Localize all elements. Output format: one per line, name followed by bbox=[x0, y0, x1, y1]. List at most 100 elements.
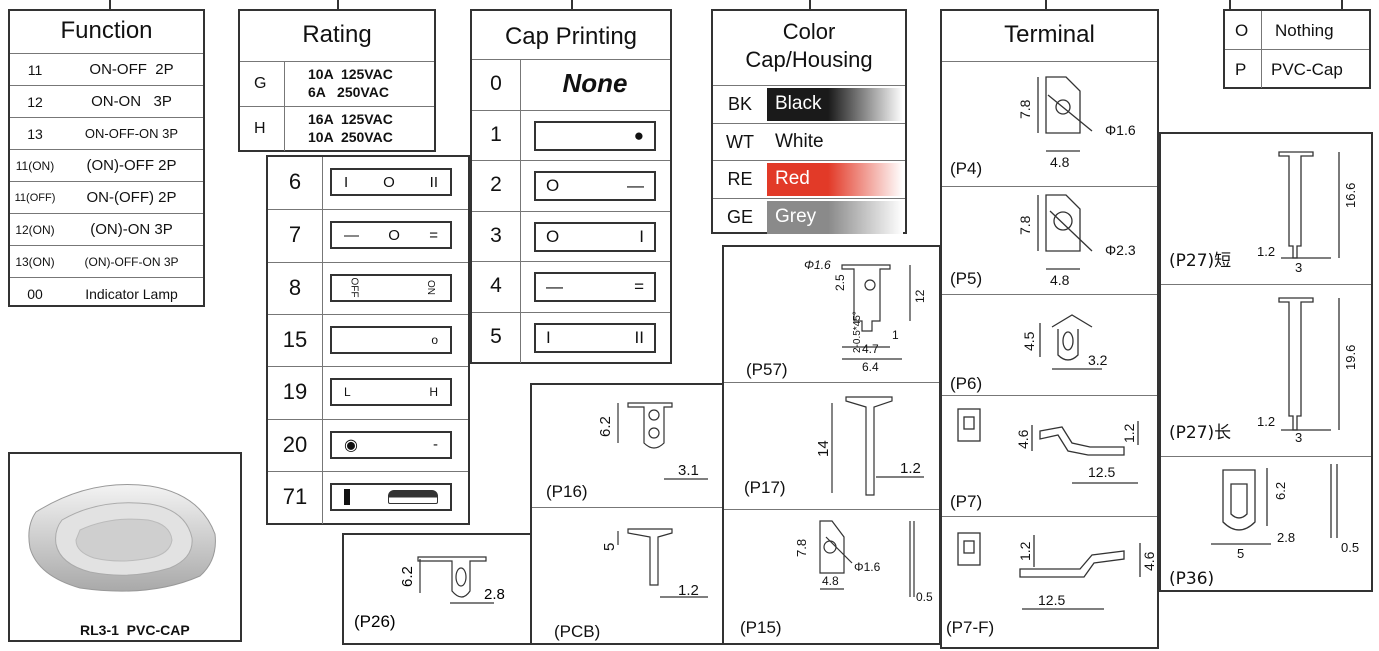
p6-dim-width: 3.2 bbox=[1088, 352, 1108, 368]
cap-printing-title: Cap Printing bbox=[504, 23, 638, 50]
rating-line2: 10A 250VAC bbox=[308, 129, 393, 145]
marks-symbol: - bbox=[433, 436, 438, 453]
function-row: 13(ON) (ON)-OFF-ON 3P bbox=[10, 245, 203, 277]
cap-printing-symbol: — bbox=[627, 176, 644, 195]
product-caption: RL3-1 PVC-CAP bbox=[80, 622, 190, 638]
terminal-label-p15: (P15) bbox=[740, 618, 782, 637]
color-code: BK bbox=[727, 94, 752, 114]
terminal-table: Terminal 7.8 Φ bbox=[940, 9, 1159, 649]
function-row: 00 Indicator Lamp bbox=[10, 277, 203, 309]
cap-option-row: O Nothing bbox=[1225, 11, 1369, 49]
p15-dim-height: 7.8 bbox=[794, 539, 809, 557]
color-code: RE bbox=[727, 169, 753, 189]
rating-row: G 10A 125VAC 6A 250VAC bbox=[240, 61, 434, 106]
color-name: Black bbox=[775, 93, 822, 114]
rating-table: Rating G 10A 125VAC 6A 250VAC H 16A 125V… bbox=[238, 9, 436, 152]
p5-dim-height: 7.8 bbox=[1017, 215, 1033, 235]
terminal-title: Terminal bbox=[1004, 21, 1095, 48]
p36-dim-hole: 2.8 bbox=[1277, 530, 1295, 545]
function-title: Function bbox=[60, 17, 153, 44]
color-row: BK Black bbox=[713, 85, 905, 123]
function-row: 11(ON) (ON)-OFF 2P bbox=[10, 149, 203, 181]
function-desc: ON-OFF-ON 3P bbox=[84, 126, 179, 141]
marks-symbol: II bbox=[429, 173, 438, 191]
function-desc: ON-ON 3P bbox=[91, 93, 172, 110]
rating-code: H bbox=[254, 120, 266, 137]
pvc-cap-image bbox=[28, 484, 216, 592]
function-row: 12 ON-ON 3P bbox=[10, 85, 203, 117]
right-terminal-panel: 16.6 1.2 3 19.6 1.2 3 6.2 2.8 5 0.5 (P27… bbox=[1159, 132, 1373, 592]
terminal-label-p16: (P16) bbox=[546, 482, 588, 501]
color-swatch: Red bbox=[767, 163, 903, 196]
terminal-label-p26: (P26) bbox=[354, 612, 396, 631]
color-row: GE Grey bbox=[713, 197, 905, 236]
p16-dim-width: 3.1 bbox=[678, 462, 699, 479]
cap-printing-symbol: I bbox=[639, 226, 644, 246]
p26-drawing: 6.2 2.8 (P26) bbox=[354, 556, 505, 631]
mid-terminal-drawings-left: 6.2 3.1 5 1.2 (P16) (PCB) bbox=[546, 402, 708, 641]
marks-symbol: ON bbox=[425, 280, 436, 296]
mid-terminal-drawings-right: Φ1.6 2.5 12 2-0.5*45° 1 4.7 6.4 14 1.2 7… bbox=[740, 258, 933, 637]
marks-symbol-frame: o bbox=[330, 325, 452, 354]
function-table: Function 11 ON-OFF 2P 12 ON-ON 3P 13 ON-… bbox=[8, 9, 205, 307]
rating-line2: 6A 250VAC bbox=[308, 84, 389, 100]
function-row: 13 ON-OFF-ON 3P bbox=[10, 117, 203, 149]
marks-symbol bbox=[388, 489, 438, 504]
rating-line1: 16A 125VAC bbox=[308, 111, 393, 127]
marks-row: 20◉- bbox=[268, 418, 468, 472]
function-row: 11 ON-OFF 2P bbox=[10, 53, 203, 85]
cap-printing-row: 1● bbox=[472, 109, 670, 161]
color-name: White bbox=[775, 130, 824, 152]
marks-row: 71 bbox=[268, 470, 468, 524]
terminal-label-p4: (P4) bbox=[950, 159, 982, 178]
p26-dim-width: 2.8 bbox=[484, 586, 505, 603]
cap-printing-code: 5 bbox=[490, 324, 502, 348]
color-row: RE Red bbox=[713, 160, 905, 198]
cap-printing-none: None bbox=[562, 68, 628, 98]
function-rows: 11 ON-OFF 2P 12 ON-ON 3P 13 ON-OFF-ON 3P… bbox=[10, 53, 203, 309]
function-desc: (ON)-ON 3P bbox=[90, 221, 173, 238]
marks-symbol: o bbox=[431, 332, 438, 347]
marks-symbol: ◉ bbox=[344, 436, 358, 454]
cap-printing-code: 0 bbox=[490, 72, 502, 95]
terminal-label-p57: (P57) bbox=[746, 360, 788, 379]
cap-printing-symbol-frame: ● bbox=[534, 120, 656, 151]
cap-printing-symbol: — bbox=[546, 277, 563, 296]
color-title-line1: Color bbox=[782, 19, 836, 44]
cap-printing-row: 0 None bbox=[472, 59, 670, 110]
function-code: 11 bbox=[27, 61, 43, 78]
marks-symbol: L bbox=[344, 385, 351, 400]
rating-row: H 16A 125VAC 10A 250VAC bbox=[240, 106, 434, 151]
p16-dim-height: 6.2 bbox=[597, 416, 614, 437]
function-desc: (ON)-OFF 2P bbox=[86, 157, 177, 174]
terminal-label-p6: (P6) bbox=[950, 374, 982, 393]
marks-symbol-frame: —O= bbox=[330, 221, 452, 250]
marks-symbol: = bbox=[429, 226, 438, 244]
p7-dim-thick: 1.2 bbox=[1121, 423, 1137, 443]
right-terminal-drawings: 16.6 1.2 3 19.6 1.2 3 6.2 2.8 5 0.5 (P27… bbox=[1169, 151, 1359, 589]
p27s-dim-length: 16.6 bbox=[1343, 183, 1358, 208]
p7-dim-height: 4.6 bbox=[1015, 429, 1031, 449]
cap-printing-symbol-frame: O— bbox=[534, 171, 656, 201]
p16-pcb-panel: 6.2 3.1 5 1.2 (P16) (PCB) bbox=[530, 383, 724, 645]
marks-code: 15 bbox=[282, 326, 308, 352]
color-code: GE bbox=[726, 206, 753, 227]
p4-dim-width: 4.8 bbox=[1050, 154, 1070, 170]
marks-symbol: O bbox=[383, 173, 395, 191]
cap-option-code: O bbox=[1235, 21, 1249, 40]
p36-dim-thick: 0.5 bbox=[1341, 540, 1359, 555]
p36-dim-width: 5 bbox=[1237, 546, 1244, 561]
p57-dim-hole: Φ1.6 bbox=[804, 258, 831, 272]
p7f-dim-height: 4.6 bbox=[1141, 551, 1157, 571]
p57-dim-thick: 1 bbox=[892, 328, 899, 342]
color-swatch: Grey bbox=[767, 200, 903, 234]
function-row: 12(ON) (ON)-ON 3P bbox=[10, 213, 203, 245]
p27s-dim-pin: 3 bbox=[1295, 260, 1302, 275]
p5-dim-width: 4.8 bbox=[1050, 272, 1070, 288]
